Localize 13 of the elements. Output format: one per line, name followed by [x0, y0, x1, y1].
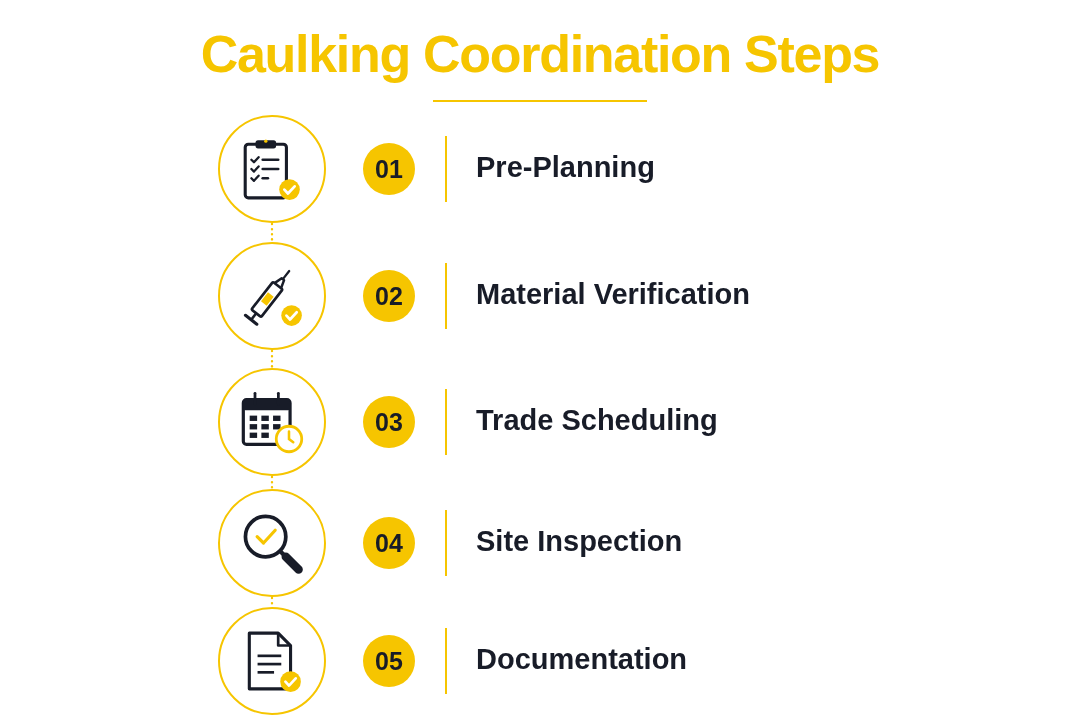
step-number-badge: 03: [363, 396, 415, 448]
step-label: Pre-Planning: [476, 153, 655, 182]
dotted-connector: [270, 349, 274, 369]
step-label: Material Verification: [476, 280, 750, 309]
step-number-badge: 05: [363, 635, 415, 687]
step-number-badge: 02: [363, 270, 415, 322]
step-label: Site Inspection: [476, 527, 683, 556]
step-number-badge: 04: [363, 517, 415, 569]
step-label: Documentation: [476, 645, 688, 674]
dotted-connector: [270, 222, 274, 243]
dotted-connector: [270, 475, 274, 490]
step-number-badge: 01: [363, 143, 415, 195]
step-label: Trade Scheduling: [476, 406, 718, 435]
